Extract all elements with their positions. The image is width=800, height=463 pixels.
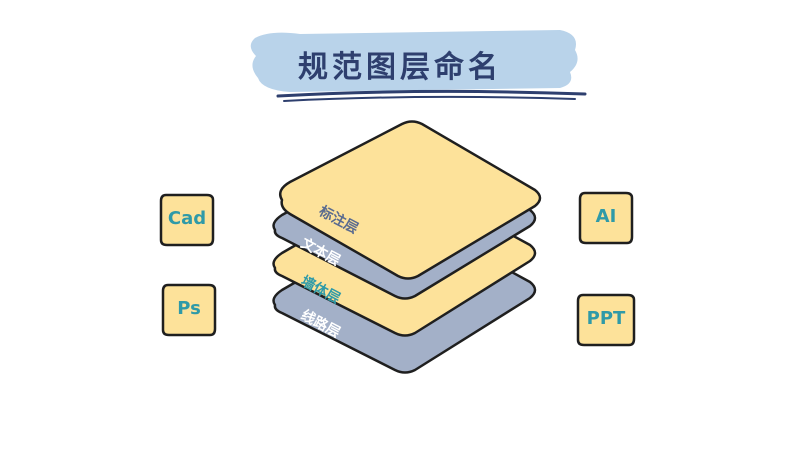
- app-label-cad: Cad: [167, 208, 207, 229]
- app-card-ps: Ps: [160, 282, 218, 338]
- title-banner-brush: [250, 30, 587, 102]
- page-title: 规范图层命名: [298, 50, 502, 85]
- title-banner: [0, 0, 800, 120]
- app-label-ps: Ps: [177, 298, 201, 319]
- layer-slab-1: [279, 120, 542, 280]
- app-label-ppt: PPT: [586, 308, 626, 329]
- app-card-ppt: PPT: [575, 292, 637, 348]
- app-label-ai: AI: [595, 206, 617, 227]
- app-card-cad: Cad: [158, 192, 216, 248]
- app-card-ai: AI: [577, 190, 635, 246]
